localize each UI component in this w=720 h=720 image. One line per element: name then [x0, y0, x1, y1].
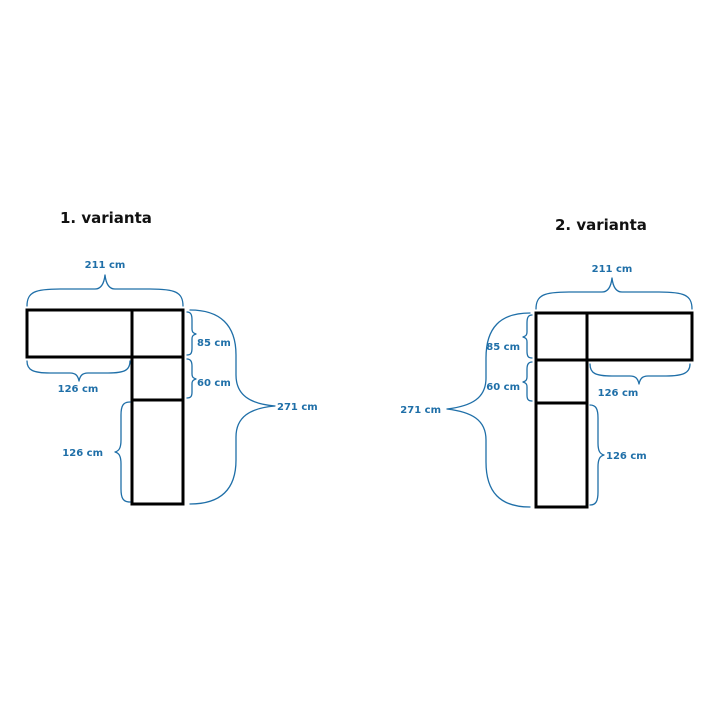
v2-seg-bottom-label: 126 cm	[606, 451, 647, 462]
v2-width-brace	[535, 277, 693, 310]
v1-bottom-left-brace	[26, 360, 131, 382]
variant-1-diagram: 211 cm 126 cm 85 cm 60 cm 271 cm 126 cm	[25, 260, 318, 506]
v1-seg-top-brace	[186, 311, 197, 356]
v2-corner-module	[534, 311, 589, 362]
v1-corner-module	[130, 308, 185, 359]
variant-1-title: 1. varianta	[60, 209, 152, 227]
v1-middle-module	[130, 355, 185, 402]
v2-middle-module	[534, 358, 589, 405]
v2-seg-top-brace	[522, 314, 533, 359]
v1-width-label: 211 cm	[85, 260, 126, 271]
v2-seg-bottom-brace	[589, 404, 605, 506]
v2-bottom-right-label: 126 cm	[598, 388, 639, 399]
v2-seg-top-label: 85 cm	[486, 342, 520, 353]
v2-height-brace	[446, 312, 531, 508]
v2-bottom-module	[534, 401, 589, 509]
v2-bottom-right-brace	[589, 363, 691, 385]
v1-width-brace	[26, 274, 184, 307]
v2-width-label: 211 cm	[592, 264, 633, 275]
v2-seg-mid-brace	[522, 361, 533, 402]
v2-horizontal-module	[585, 311, 694, 362]
v1-bottom-left-label: 126 cm	[58, 384, 99, 395]
v1-height-label: 271 cm	[277, 402, 318, 413]
v1-height-brace	[189, 309, 276, 505]
v1-horizontal-module	[25, 308, 134, 359]
v1-seg-bottom-label: 126 cm	[62, 448, 103, 459]
v1-bottom-module	[130, 398, 185, 506]
v1-seg-mid-brace	[186, 358, 197, 399]
v2-height-label: 271 cm	[400, 405, 441, 416]
variant-2-diagram: 211 cm 126 cm 85 cm 60 cm 271 cm 126 cm	[400, 264, 694, 509]
v1-seg-top-label: 85 cm	[197, 338, 231, 349]
v2-seg-mid-label: 60 cm	[486, 382, 520, 393]
variant-2-title: 2. varianta	[555, 216, 647, 234]
v1-seg-bottom-brace	[114, 401, 131, 503]
v1-seg-mid-label: 60 cm	[197, 378, 231, 389]
